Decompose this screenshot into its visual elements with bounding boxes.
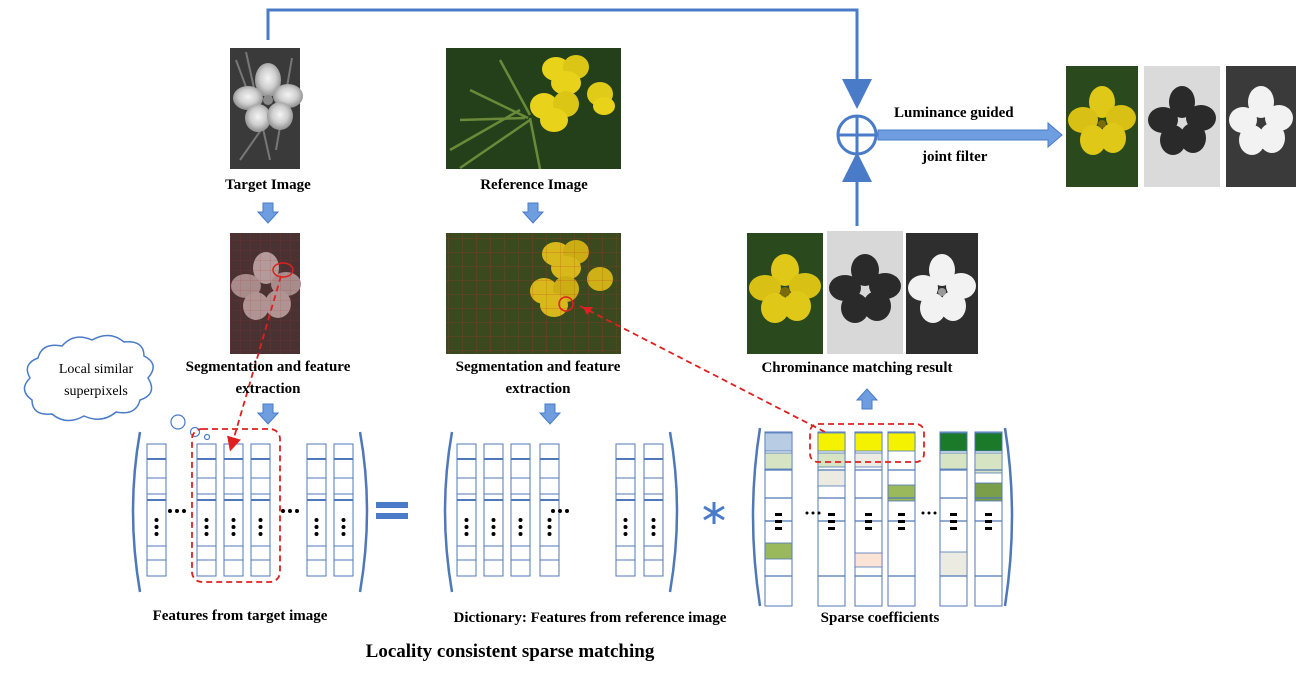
feature-column	[250, 443, 271, 577]
sparse-coefficient-columns	[764, 431, 1003, 607]
reference-image-label: Reference Image	[480, 177, 588, 193]
luminance-label-line1: Luminance guided	[894, 105, 1014, 121]
target-image-label: Target Image	[225, 177, 311, 193]
sum-operator	[836, 114, 878, 226]
dictionary-label: Dictionary: Features from reference imag…	[453, 610, 727, 626]
segmented-target-image	[230, 233, 301, 354]
feature-column	[196, 443, 217, 577]
seg-target-label-line2: extraction	[235, 381, 301, 397]
feature-column	[510, 443, 531, 577]
seg-ref-label-line1: Segmentation and feature	[455, 359, 621, 375]
ellipsis-dots	[168, 509, 937, 515]
feature-column	[456, 443, 477, 577]
features-target-label: Features from target image	[152, 608, 328, 624]
up-arrow	[855, 388, 879, 410]
feature-column	[306, 443, 327, 577]
coefficient-column	[817, 431, 846, 607]
final-result-images	[1066, 66, 1296, 187]
feature-column	[223, 443, 244, 577]
coefficient-column	[974, 431, 1003, 607]
top-connector	[266, 8, 872, 109]
thought-bubble	[23, 334, 211, 441]
chrominance-result-label: Chrominance matching result	[761, 360, 953, 376]
feature-column	[643, 443, 664, 577]
feature-column	[333, 443, 354, 577]
bubble-label-line2: superpixels	[64, 384, 128, 399]
feature-column	[539, 443, 560, 577]
coefficient-column	[854, 431, 883, 607]
coefficient-column	[764, 431, 793, 607]
sparse-coefficients-label: Sparse coefficients	[820, 610, 940, 626]
seg-target-label-line1: Segmentation and feature	[185, 359, 351, 375]
feature-columns	[146, 443, 664, 577]
seg-ref-label-line2: extraction	[505, 381, 571, 397]
coefficient-column	[939, 431, 968, 607]
segmented-reference-image	[446, 233, 621, 354]
red-arrowhead	[583, 307, 593, 315]
luminance-label-line2: joint filter	[922, 149, 988, 165]
down-arrows	[256, 202, 562, 425]
bubble-label-line1: Local similar	[58, 362, 134, 377]
reference-image	[446, 48, 621, 170]
luminance-arrow	[877, 121, 1063, 149]
feature-column	[615, 443, 636, 577]
feature-column	[483, 443, 504, 577]
dashed-highlights	[191, 275, 925, 583]
main-title: Locality consistent sparse matching	[365, 641, 655, 662]
target-image	[230, 48, 303, 169]
multiply-operator	[703, 502, 725, 524]
chrominance-result-images	[747, 231, 978, 354]
coefficient-column	[887, 431, 916, 607]
feature-column	[146, 443, 167, 577]
equals-operator	[376, 502, 408, 519]
matrix-brackets	[131, 427, 1014, 607]
